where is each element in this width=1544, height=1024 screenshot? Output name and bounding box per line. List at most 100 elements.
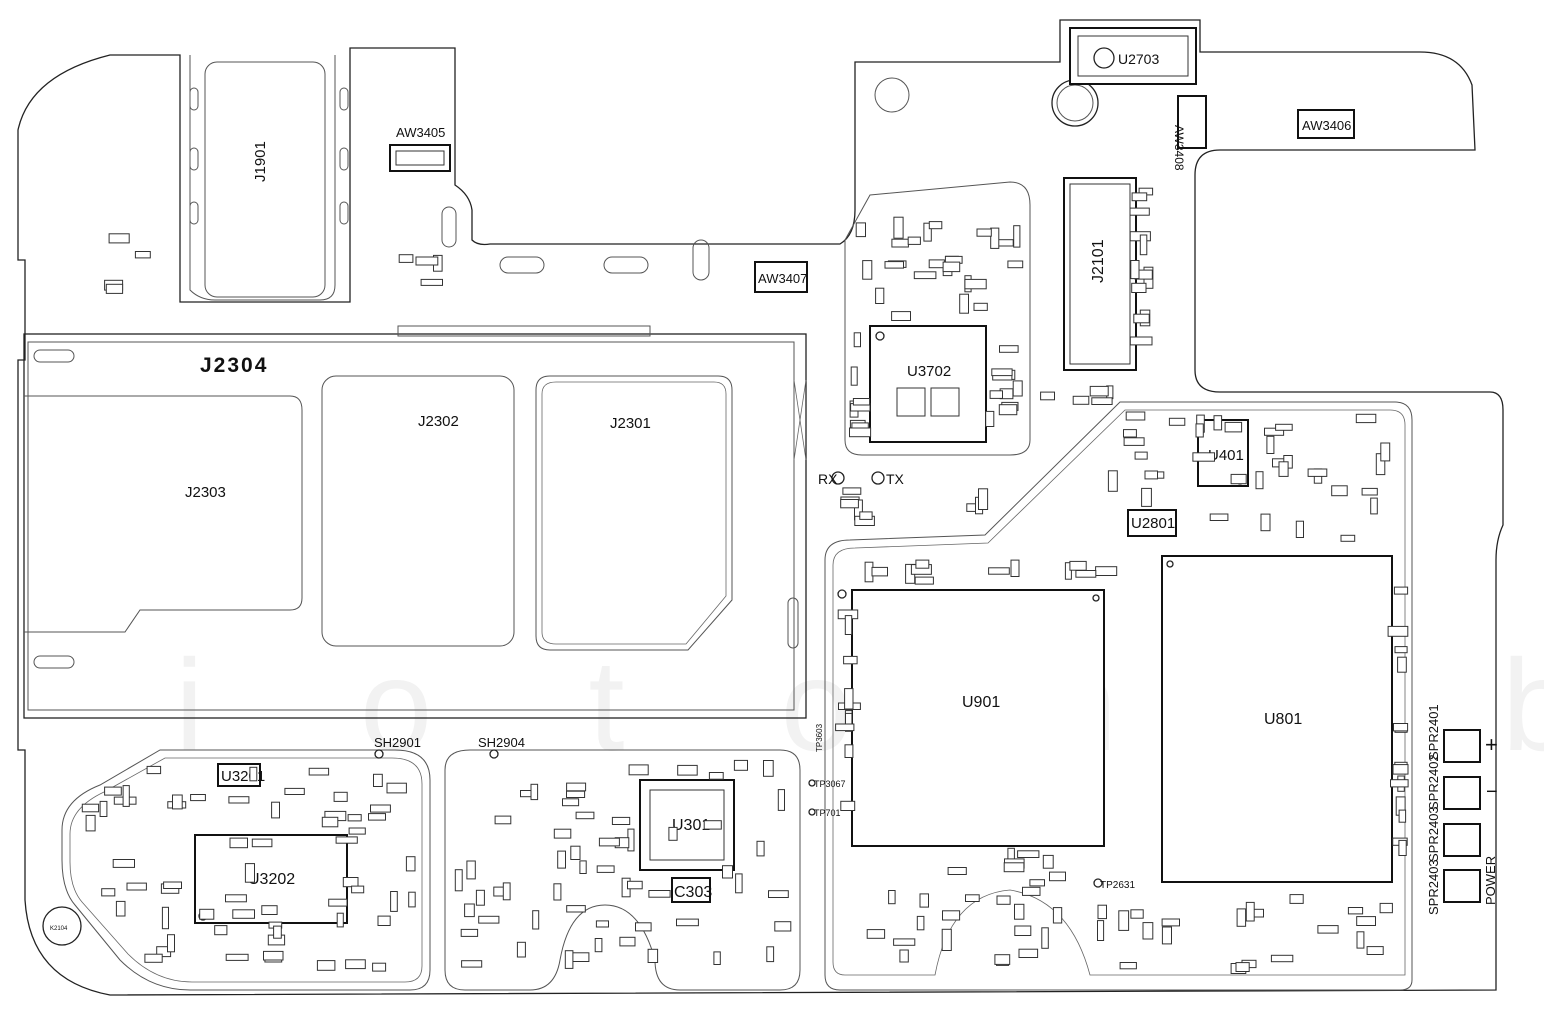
smd-component bbox=[134, 251, 151, 259]
u801-pin1 bbox=[1166, 560, 1174, 568]
smd-component bbox=[1356, 916, 1376, 926]
smd-component bbox=[1003, 862, 1025, 873]
smd-component bbox=[1097, 904, 1107, 920]
slot bbox=[339, 147, 349, 171]
smd-component bbox=[735, 873, 743, 894]
spr2401-label: SPR2401 bbox=[1426, 704, 1441, 760]
smd-component bbox=[990, 227, 1000, 249]
smd-component bbox=[122, 785, 130, 807]
smd-component bbox=[1394, 646, 1408, 654]
smd-component bbox=[647, 948, 659, 963]
smd-component bbox=[273, 925, 282, 939]
smd-component bbox=[199, 908, 215, 920]
slot bbox=[189, 201, 199, 225]
smd-component bbox=[1139, 234, 1148, 256]
smd-component bbox=[708, 772, 724, 780]
spr2402-pad bbox=[1443, 776, 1481, 810]
smd-component bbox=[105, 283, 124, 294]
j2301-label: J2301 bbox=[610, 415, 651, 432]
smd-component bbox=[845, 712, 853, 732]
smd-component bbox=[99, 800, 108, 818]
smd-component bbox=[1355, 413, 1377, 424]
smd-component bbox=[232, 909, 256, 919]
j2304-tab bbox=[397, 325, 651, 337]
c303-cap bbox=[671, 877, 711, 903]
smd-component bbox=[1014, 903, 1025, 920]
smd-component bbox=[228, 796, 250, 804]
smd-component bbox=[676, 918, 699, 927]
smd-component bbox=[225, 894, 247, 903]
smd-component bbox=[913, 271, 937, 280]
smd-component bbox=[553, 883, 562, 901]
smd-component bbox=[668, 826, 678, 841]
smd-component bbox=[251, 838, 273, 848]
slot bbox=[33, 349, 75, 363]
smd-component bbox=[1192, 452, 1216, 462]
j2101-inner bbox=[1069, 183, 1131, 365]
smd-component bbox=[1089, 385, 1109, 397]
smd-component bbox=[919, 893, 929, 908]
smd-component bbox=[1161, 918, 1180, 927]
smd-component bbox=[1131, 192, 1148, 202]
smd-component bbox=[907, 236, 921, 245]
c303-label: C303 bbox=[674, 884, 712, 901]
smd-component bbox=[478, 915, 500, 924]
smd-component bbox=[994, 954, 1011, 965]
smd-component bbox=[1347, 907, 1364, 915]
slot bbox=[441, 206, 457, 248]
smd-component bbox=[1393, 586, 1409, 595]
sh2901-pad bbox=[374, 749, 384, 759]
smd-component bbox=[1141, 487, 1152, 507]
shield-main bbox=[824, 401, 1413, 991]
j2304-tray bbox=[23, 333, 807, 719]
smd-component bbox=[768, 890, 789, 899]
smd-component bbox=[964, 278, 987, 290]
smd-component bbox=[1049, 871, 1066, 882]
spr2402-label: SPR2402 bbox=[1426, 754, 1441, 810]
smd-component bbox=[1397, 656, 1407, 673]
smd-component bbox=[888, 890, 896, 905]
smd-component bbox=[342, 877, 359, 888]
smd-component bbox=[999, 345, 1019, 353]
smd-component bbox=[1017, 850, 1040, 858]
smd-component bbox=[844, 744, 854, 758]
smd-component bbox=[1275, 423, 1293, 431]
sh2901-label: SH2901 bbox=[374, 735, 421, 750]
rx-label: RX bbox=[818, 471, 838, 487]
tp701-pad bbox=[808, 808, 816, 816]
smd-component bbox=[611, 816, 631, 826]
smd-component bbox=[225, 953, 249, 961]
smd-component bbox=[1013, 225, 1021, 248]
smd-component bbox=[368, 813, 386, 821]
j1901-body bbox=[204, 61, 326, 298]
smd-component bbox=[1012, 380, 1023, 397]
smd-component bbox=[1129, 336, 1153, 346]
smd-component bbox=[386, 782, 407, 794]
smd-component bbox=[372, 962, 387, 972]
tp2631-label: TP2631 bbox=[1100, 880, 1135, 891]
smd-component bbox=[959, 293, 970, 314]
smd-component bbox=[774, 921, 792, 932]
smd-component bbox=[1224, 421, 1243, 433]
smd-component bbox=[570, 845, 581, 861]
u3702-label: U3702 bbox=[907, 363, 951, 380]
smd-component bbox=[408, 891, 416, 908]
smd-component bbox=[1387, 625, 1409, 637]
smd-component bbox=[915, 559, 930, 569]
smd-component bbox=[1041, 927, 1049, 949]
smd-component bbox=[1072, 395, 1090, 405]
smd-component bbox=[333, 791, 348, 802]
smd-component bbox=[494, 815, 512, 825]
smd-component bbox=[161, 906, 169, 930]
mount-hole bbox=[42, 906, 82, 946]
smd-component bbox=[1213, 415, 1223, 431]
u801-label: U801 bbox=[1264, 711, 1302, 728]
tray-cross bbox=[793, 379, 807, 461]
smd-component bbox=[1379, 902, 1393, 914]
u901-pin1 bbox=[1092, 594, 1100, 602]
smd-component bbox=[562, 798, 580, 807]
j2303-label: J2303 bbox=[185, 484, 226, 501]
aw3408-pad bbox=[1177, 95, 1207, 149]
smd-component bbox=[1133, 313, 1150, 324]
u301-label: U301 bbox=[672, 817, 710, 834]
